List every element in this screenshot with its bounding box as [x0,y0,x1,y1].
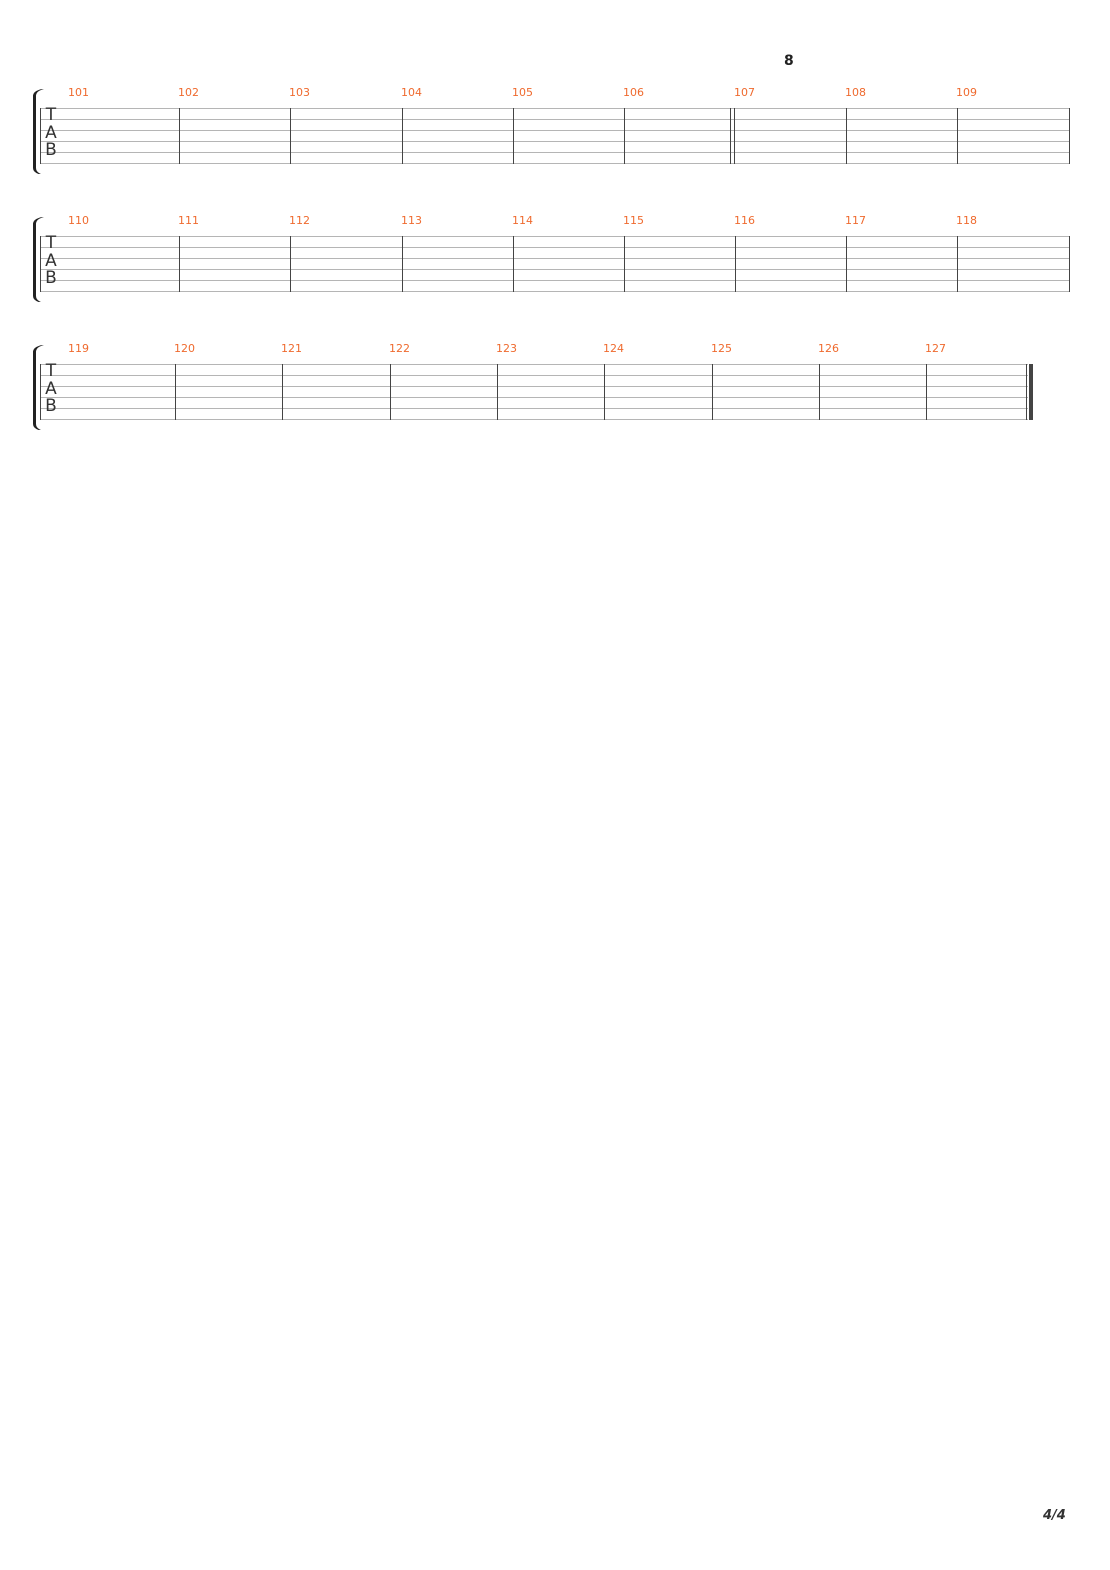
measure-number: 116 [734,214,755,227]
final-barline-thick [1029,364,1033,420]
measure-number: 126 [818,342,839,355]
system-start-barline [40,364,41,420]
measure-number: 124 [603,342,624,355]
double-barline [730,108,731,164]
measure-barline [712,364,713,420]
measure-barline [290,108,291,164]
system-end-barline [1069,108,1070,164]
tab-clef-a: A [45,251,57,271]
measure-barline [175,364,176,420]
tab-clef-b: B [45,396,57,416]
measure-number: 108 [845,86,866,99]
system-end-barline [1069,236,1070,292]
tab-clef-a: A [45,379,57,399]
measure-barline [926,364,927,420]
measure-barline [513,236,514,292]
measure-barline [957,236,958,292]
measure-barline [957,108,958,164]
measure-number: 113 [401,214,422,227]
tab-clef-t: T [45,105,57,125]
measure-number: 114 [512,214,533,227]
measure-barline [604,364,605,420]
tab-clef-b: B [45,140,57,160]
measure-barline [624,108,625,164]
double-barline [734,108,735,164]
final-barline-thin [1026,364,1027,420]
measure-number: 104 [401,86,422,99]
measure-number: 127 [925,342,946,355]
measure-barline [290,236,291,292]
system-bracket [33,217,44,302]
measure-number: 106 [623,86,644,99]
measure-number: 125 [711,342,732,355]
tab-staff [40,236,1070,292]
tab-staff [40,108,1070,164]
measure-barline [846,236,847,292]
measure-barline [179,236,180,292]
measure-number: 103 [289,86,310,99]
measure-barline [624,236,625,292]
measure-number: 122 [389,342,410,355]
measure-number: 112 [289,214,310,227]
measure-number: 115 [623,214,644,227]
measure-barline [282,364,283,420]
section-marker: 8 [784,53,794,69]
measure-barline [402,108,403,164]
measure-barline [735,236,736,292]
page-number: 4/4 [1043,1508,1066,1523]
measure-number: 109 [956,86,977,99]
tab-clef-b: B [45,268,57,288]
measure-barline [497,364,498,420]
measure-barline [513,108,514,164]
measure-number: 107 [734,86,755,99]
system-bracket [33,89,44,174]
measure-number: 123 [496,342,517,355]
measure-barline [402,236,403,292]
system-start-barline [40,108,41,164]
tab-clef-t: T [45,361,57,381]
measure-number: 120 [174,342,195,355]
measure-barline [390,364,391,420]
measure-number: 101 [68,86,89,99]
measure-barline [846,108,847,164]
measure-barline [819,364,820,420]
tab-clef-t: T [45,233,57,253]
measure-number: 102 [178,86,199,99]
measure-number: 111 [178,214,199,227]
system-start-barline [40,236,41,292]
measure-number: 118 [956,214,977,227]
measure-number: 110 [68,214,89,227]
system-bracket [33,345,44,430]
measure-number: 121 [281,342,302,355]
measure-barline [179,108,180,164]
tab-clef-a: A [45,123,57,143]
tab-staff [40,364,1033,420]
measure-number: 105 [512,86,533,99]
measure-number: 117 [845,214,866,227]
measure-number: 119 [68,342,89,355]
